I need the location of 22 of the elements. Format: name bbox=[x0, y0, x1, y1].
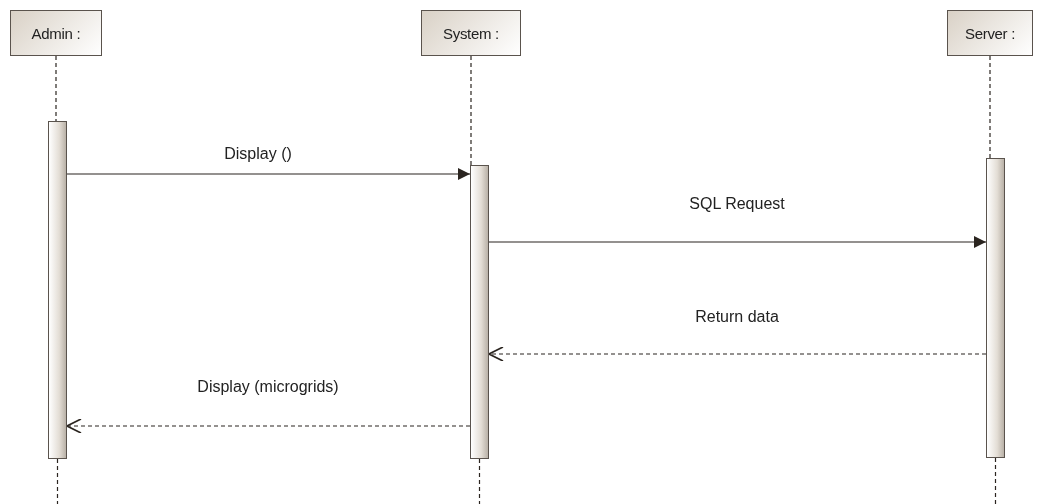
lifeline bbox=[478, 458, 481, 504]
lifeline-header bbox=[947, 10, 1033, 56]
message-arrow bbox=[66, 168, 471, 180]
lifeline bbox=[470, 55, 472, 166]
message-arrow bbox=[488, 346, 987, 362]
participant-name: Admin : bbox=[31, 24, 81, 42]
participant-name: System : bbox=[443, 24, 499, 42]
activation-bar bbox=[470, 165, 489, 459]
participant-name: Server : bbox=[964, 24, 1016, 42]
message-label: Display (microgrids) bbox=[195, 378, 341, 396]
lifeline-header bbox=[10, 10, 102, 56]
lifeline bbox=[55, 55, 57, 122]
activation-bar bbox=[986, 158, 1005, 458]
message-arrow bbox=[488, 236, 987, 248]
message-label: SQL Request bbox=[687, 195, 787, 213]
message-arrow bbox=[66, 418, 471, 434]
lifeline-header bbox=[421, 10, 521, 56]
lifeline bbox=[994, 457, 997, 504]
lifeline bbox=[56, 458, 59, 504]
message-label: Display () bbox=[222, 145, 294, 163]
lifeline bbox=[989, 55, 991, 159]
activation-bar bbox=[48, 121, 67, 459]
